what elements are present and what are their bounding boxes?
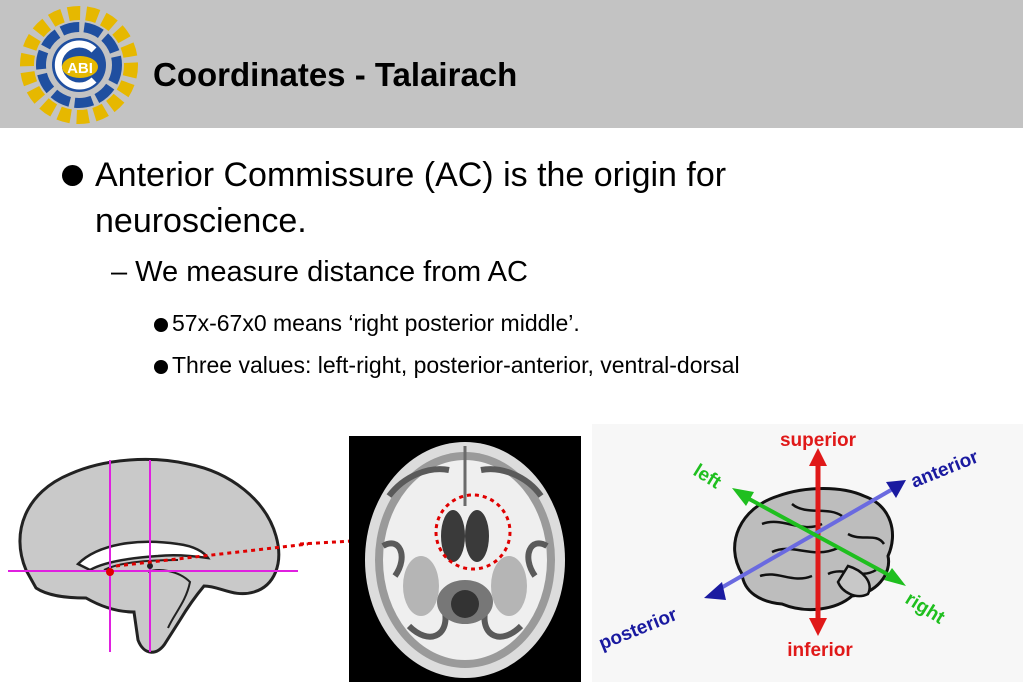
pc-point — [147, 563, 153, 569]
slide-header: ABI Coordinates - Talairach — [0, 0, 1023, 128]
bullet-level3-text: Three values: left-right, posterior-ante… — [172, 352, 740, 378]
bullet-dot-icon — [154, 318, 168, 332]
bullet-dot-icon — [154, 360, 168, 374]
inferior-label: inferior — [787, 640, 853, 661]
talairach-axes-diagram: superior inferior anterior posterior lef… — [592, 424, 1023, 682]
bullet-text-line1: Anterior Commissure (AC) is the origin f… — [95, 156, 727, 194]
bullet-text-line2: neuroscience. — [95, 202, 307, 240]
bullet-dot-icon — [62, 165, 83, 186]
sagittal-brain-diagram — [8, 457, 308, 654]
abi-logo-icon: ABI — [20, 6, 138, 124]
bullet-level2: – We measure distance from AC — [111, 256, 528, 288]
logo-text: ABI — [67, 60, 93, 77]
superior-label: superior — [780, 430, 857, 451]
ac-region-circle — [434, 493, 512, 571]
slide-title: Coordinates - Talairach — [153, 56, 518, 93]
axial-mri-image — [349, 436, 581, 682]
bullet-level3-text: 57x-67x0 means ‘right posterior middle’. — [172, 310, 580, 336]
ac-point — [106, 568, 114, 576]
